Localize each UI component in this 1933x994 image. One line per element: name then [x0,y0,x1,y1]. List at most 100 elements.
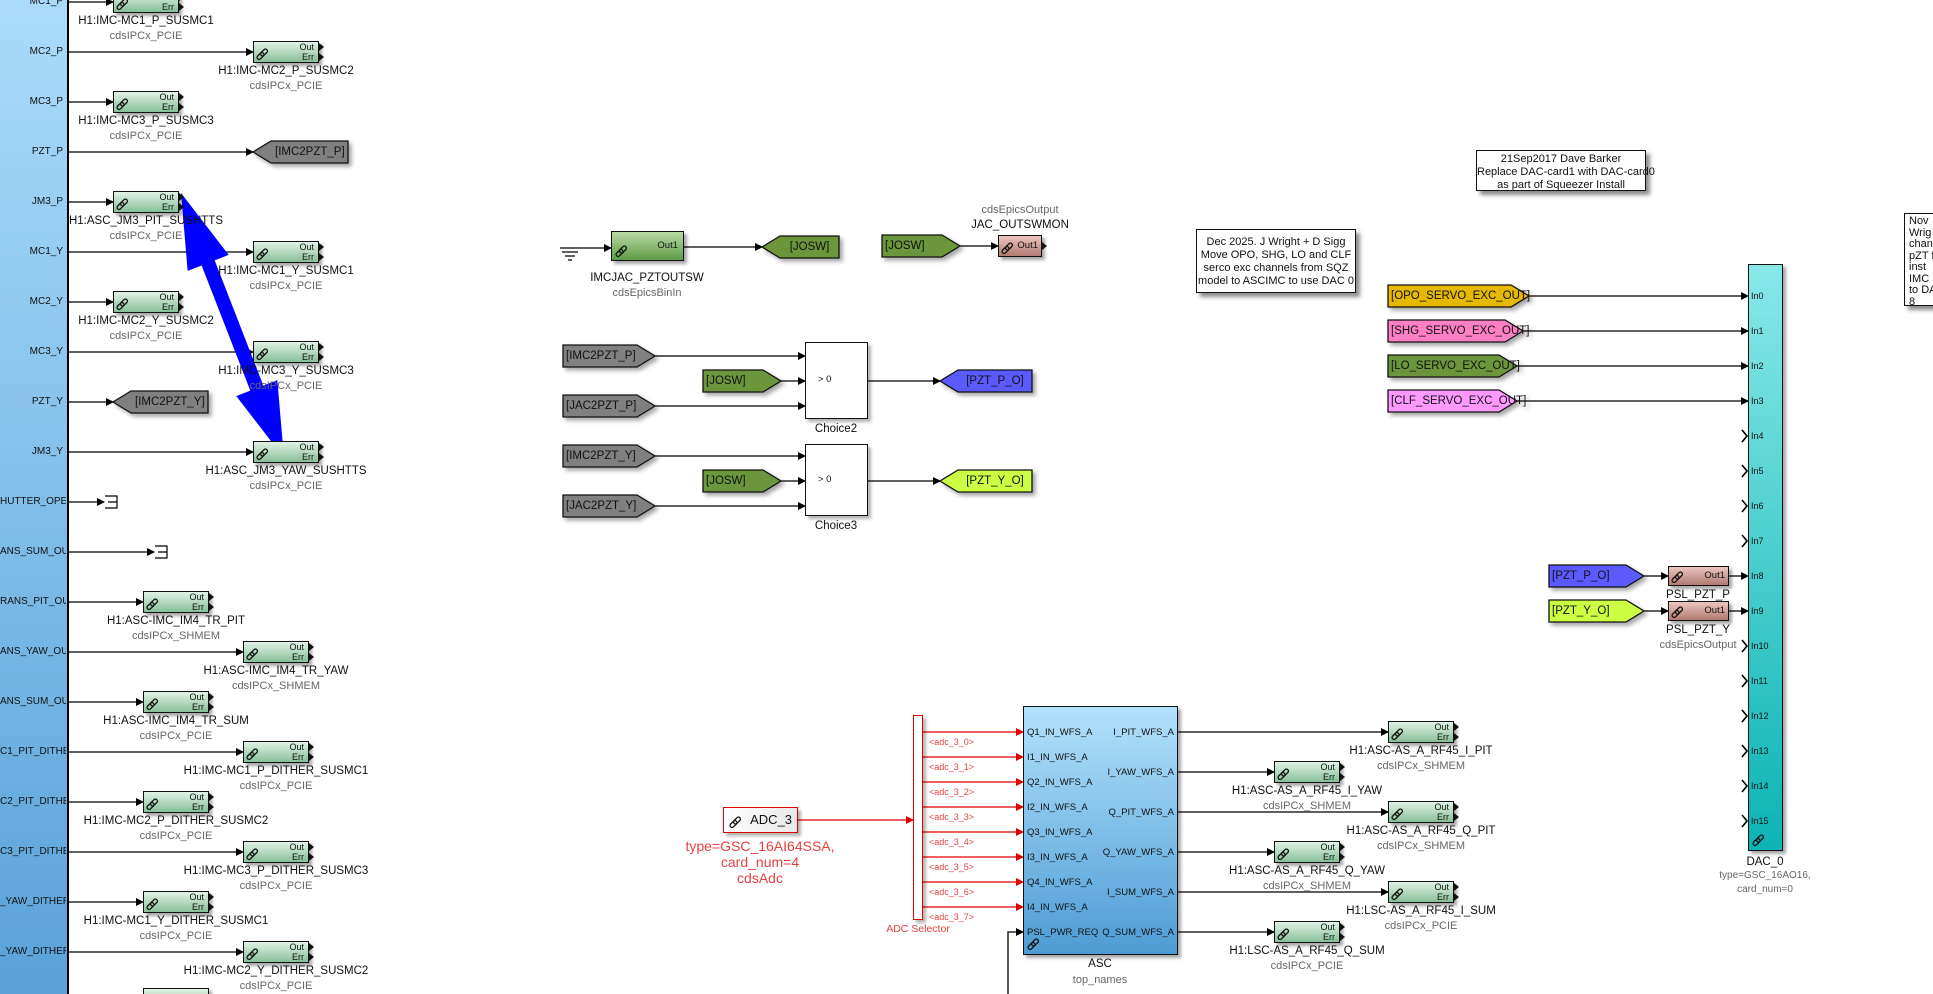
from-tag[interactable]: [IMC2PZT_Y] [562,444,657,468]
link-icon [146,698,159,711]
asc-output-port-label: I_PIT_WFS_A [1113,727,1174,738]
adc-name: ADC_3 [750,812,792,827]
ipc-out-label: Out [159,0,174,2]
adc-selector-block[interactable] [913,715,923,920]
from-tag-servo[interactable]: [CLF_SERVO_EXC_OUT] [1387,389,1526,413]
tag-label: [JOSW] [885,240,925,252]
bus-port-label: RANS_PIT_OUT [0,596,66,607]
from-tag-servo[interactable]: [OPO_SERVO_EXC_OUT] [1387,284,1531,308]
block-name-label: H1:LSC-AS_A_RF45_I_SUM [1346,905,1496,917]
dac-input-port-label: In15 [1751,816,1769,826]
switch-threshold: > 0 [818,474,832,485]
link-icon [1277,848,1290,861]
ipc-err-label: Err [1323,932,1335,942]
ipc-out-label: Out [1434,882,1449,892]
from-tag-pzt[interactable]: [PZT_P_O] [1548,564,1646,588]
adc-block[interactable]: ADC_3 [723,807,798,833]
note-line: IMC [1909,272,1930,285]
dac-param-label: card_num=0 [1737,884,1793,895]
goto-tag-josw[interactable]: [JOSW] [760,235,840,259]
block-type-label: cdsIPCx_PCIE [239,780,313,792]
tag-shape [1548,599,1646,623]
from-tag-servo[interactable]: [SHG_SERVO_EXC_OUT] [1387,319,1529,343]
epics-output-block-block_y[interactable]: Out1 [1668,601,1729,621]
from-tag-josw[interactable]: [JOSW] [702,469,783,493]
block-type-label: cdsIPCx_PCIE [249,280,323,292]
from-tag[interactable]: [JAC2PZT_Y] [562,494,657,518]
port-chevron-icon [1340,853,1345,861]
ipc-block[interactable] [143,988,209,994]
tag-label: [PZT_Y_O] [966,475,1024,487]
block-name-label: PSL_PZT_Y [1666,624,1730,636]
bus-port-label: C1_PIT_DITHER [0,746,66,757]
switch-block-3[interactable] [805,444,868,516]
port-chevron-icon [179,293,184,301]
epics-output-block-block_p[interactable]: Out1 [1668,566,1729,586]
from-tag[interactable]: [IMC2PZT_P] [562,344,657,368]
port-chevron-icon [1042,242,1047,250]
port-chevron-icon [209,803,214,811]
tag-label: [IMC2PZT_Y] [566,450,636,462]
goto-tag[interactable]: [IMC2PZT_Y] [111,390,209,414]
tag-label: [IMC2PZT_P] [566,350,636,362]
ascimc-output-bus[interactable] [0,0,69,994]
from-tag[interactable]: [JAC2PZT_P] [562,394,657,418]
from-tag-servo[interactable]: [LO_SERVO_EXC_OUT] [1387,354,1520,378]
epics-output-block-jac-outswmon[interactable]: Out1 [998,235,1047,257]
port-chevron-icon [319,443,324,451]
goto-tag[interactable]: [IMC2PZT_P] [251,140,349,164]
goto-tag[interactable]: [PZT_P_O] [938,369,1033,393]
dac-input-port-label: In6 [1751,501,1764,511]
from-tag-pzt[interactable]: [PZT_Y_O] [1548,599,1646,623]
bus-port-label: MC1_P [29,0,63,7]
goto-tag[interactable]: [PZT_Y_O] [938,469,1033,493]
ipc-err-label: Err [292,852,304,862]
link-icon [116,298,129,311]
port-chevron-icon [1340,773,1345,781]
block-name-label: H1:IMC-MC1_P_DITHER_SUSMC1 [183,765,369,777]
epics-binin-block[interactable]: Out1 [611,231,684,261]
tag-shape [938,369,1033,393]
ipc-err-label: Err [162,2,174,12]
port-chevron-icon [179,103,184,111]
dac-param-label: type=GSC_16AO16, [1719,870,1811,881]
from-tag-josw[interactable]: [JOSW] [881,234,962,258]
tag-label: [JOSW] [706,475,746,487]
adc-signal-label: <adc_3_6> [929,887,975,897]
bus-port-label: PZT_Y [31,396,63,407]
port-chevron-icon [1454,883,1459,891]
note-line: Move OPO, SHG, LO and CLF [1200,249,1352,261]
from-tag-josw[interactable]: [JOSW] [702,369,783,393]
asc-input-port-label: Q4_IN_WFS_A [1027,877,1093,888]
switch-block-2[interactable] [805,342,868,419]
